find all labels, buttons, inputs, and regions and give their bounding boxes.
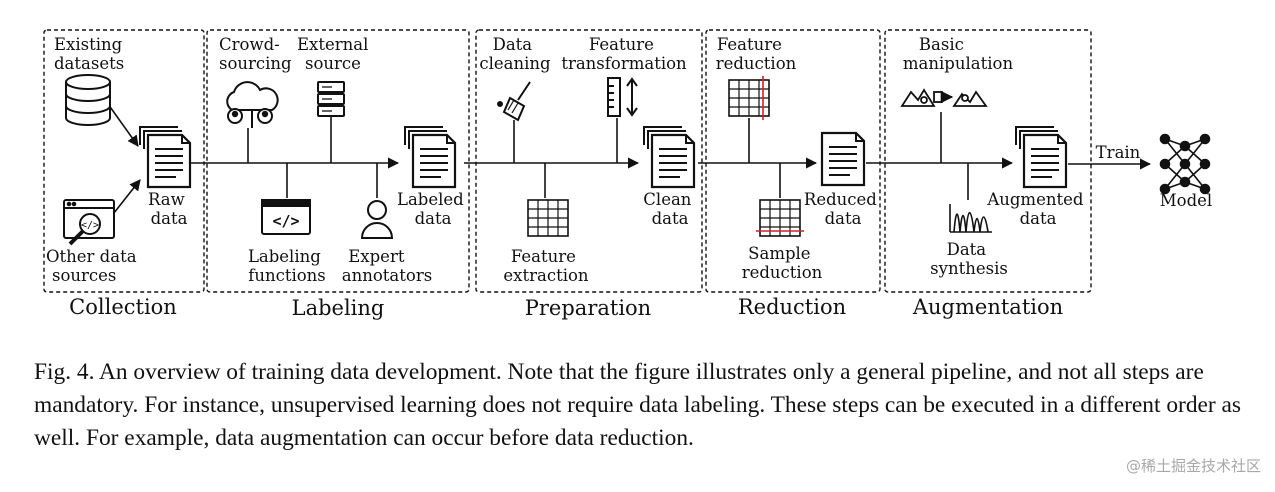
feature-reduction-label: Feature reduction xyxy=(716,35,797,73)
model-label: Model xyxy=(1160,191,1212,210)
raw-data-document-icon xyxy=(140,127,190,187)
preparation-box xyxy=(475,29,703,293)
cloud-network-icon xyxy=(226,81,279,128)
sample-reduction-label: Sample reduction xyxy=(742,244,823,282)
labeling-box xyxy=(206,29,470,293)
broom-icon xyxy=(497,81,531,122)
data-cleaning-label: Data cleaning xyxy=(479,35,551,73)
reduced-data-label: Reduced data xyxy=(804,190,882,228)
augmentation-box xyxy=(884,29,1092,293)
sample-reduction-table-icon xyxy=(756,199,804,237)
augmented-data-label: Augmented data xyxy=(986,190,1088,228)
data-synthesis-label: Data synthesis xyxy=(930,240,1008,278)
expert-annotators-label: Expert annotators xyxy=(342,247,432,285)
feature-transformation-label: Feature transformation xyxy=(561,35,687,73)
existing-datasets-label: Existing datasets xyxy=(54,35,127,73)
labeling-functions-label: Labeling functions xyxy=(248,247,326,285)
reduced-data-document-icon xyxy=(820,131,866,187)
stage-title-preparation: Preparation xyxy=(525,296,651,320)
clean-data-document-icon xyxy=(644,127,694,187)
train-label: Train xyxy=(1096,143,1141,162)
database-icon xyxy=(65,74,111,126)
code-window-icon: </> xyxy=(261,199,311,235)
clean-data-label: Clean data xyxy=(643,190,696,228)
person-icon xyxy=(360,200,394,239)
image-transform-icon xyxy=(900,88,988,107)
svg-text:</>: </> xyxy=(272,212,299,230)
collection-box xyxy=(43,29,205,293)
feature-extraction-label: Feature extraction xyxy=(503,247,589,285)
stage-title-reduction: Reduction xyxy=(738,295,846,319)
feature-extraction-table-icon xyxy=(527,199,569,237)
labeled-data-label: Labeled data xyxy=(397,190,469,228)
basic-manipulation-label: Basic manipulation xyxy=(903,35,1014,73)
reduction-box xyxy=(705,29,881,293)
raw-data-label: Raw data xyxy=(148,190,190,228)
labeled-data-document-icon xyxy=(405,127,455,187)
augmented-data-document-icon xyxy=(1016,127,1066,187)
crowd-sourcing-label: Crowd- sourcing xyxy=(219,35,292,73)
waveform-icon xyxy=(949,204,992,233)
stage-title-collection: Collection xyxy=(69,295,177,319)
stage-boxes xyxy=(43,29,1092,293)
server-icon xyxy=(317,81,345,117)
other-data-sources-label: Other data sources xyxy=(46,247,142,285)
figure-caption: Fig. 4. An overview of training data dev… xyxy=(34,359,1242,451)
stage-title-labeling: Labeling xyxy=(292,296,385,320)
web-code-icon: </> xyxy=(63,199,115,246)
ruler-arrow-icon xyxy=(607,77,638,117)
flow-lines xyxy=(107,103,1152,219)
stage-title-augmentation: Augmentation xyxy=(912,295,1063,319)
svg-text:</>: </> xyxy=(81,220,99,231)
watermark: @稀土掘金技术社区 xyxy=(1125,457,1261,475)
external-source-label: External source xyxy=(297,35,374,73)
neural-network-icon xyxy=(1159,133,1211,195)
feature-reduction-table-icon xyxy=(728,76,770,120)
